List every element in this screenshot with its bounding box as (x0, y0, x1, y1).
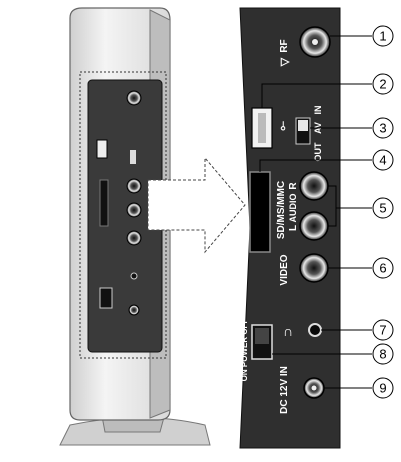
side-headphone-jack (130, 272, 138, 280)
antenna-icon: ▽ (279, 57, 291, 67)
callouts: 1 2 3 4 5 6 7 8 9 (372, 25, 394, 399)
callout-1: 1 (372, 25, 394, 47)
av-switch-knob (298, 120, 308, 131)
audio-r-label: R (288, 182, 299, 190)
dc-jack-pin (311, 385, 317, 391)
svg-text:9: 9 (379, 381, 386, 396)
side-video-jack (126, 230, 142, 246)
leader-4 (259, 159, 372, 172)
in-label: IN (313, 106, 323, 115)
svg-text:8: 8 (379, 347, 386, 362)
side-audio-l-jack (126, 202, 142, 218)
usb-port-tongue (258, 113, 266, 143)
side-av-switch (130, 150, 136, 164)
leader-2 (261, 83, 372, 108)
power-label: ON POWER OFF (240, 319, 249, 382)
zoom-arrow (147, 156, 246, 254)
video-jack (299, 253, 329, 283)
side-audio-r-jack (126, 178, 142, 194)
card-label: SD/MS/MMC (276, 181, 287, 239)
callout-5: 5 (372, 197, 394, 219)
audio-r-jack (299, 171, 329, 201)
svg-text:1: 1 (379, 29, 386, 44)
rf-label: RF (279, 39, 290, 52)
leader-lines (259, 35, 372, 389)
audio-label: AUDIO (288, 194, 298, 223)
side-power-switch (99, 287, 113, 309)
callout-4: 4 (372, 149, 394, 171)
device-side-view (59, 7, 211, 446)
dc-label: DC 12V IN (279, 366, 290, 414)
video-label: VIDEO (279, 254, 290, 285)
rf-jack-center (312, 39, 318, 45)
audio-l-jack (299, 211, 329, 241)
side-card-slot (99, 179, 109, 227)
out-label: OUT (313, 142, 323, 162)
svg-text:5: 5 (379, 201, 386, 216)
callout-7: 7 (372, 319, 394, 341)
power-switch-rocker (255, 328, 269, 344)
audio-l-label: L (288, 225, 299, 231)
svg-text:7: 7 (379, 323, 386, 338)
callout-9: 9 (372, 377, 394, 399)
side-dc-jack (128, 304, 140, 316)
svg-text:2: 2 (379, 77, 386, 92)
callout-8: 8 (372, 343, 394, 365)
side-usb-port (96, 139, 108, 159)
connector-panel: RF ▽ ⟜ OUT AV IN SD/MS/MMC R AUDIO L VID… (239, 7, 341, 449)
usb-icon: ⟜ (275, 121, 289, 131)
svg-text:6: 6 (379, 261, 386, 276)
svg-text:4: 4 (379, 153, 386, 168)
headphone-icon: ∩ (283, 323, 293, 339)
side-rf-jack (126, 90, 142, 106)
callout-3: 3 (372, 117, 394, 139)
svg-text:3: 3 (379, 121, 386, 136)
card-slot (249, 171, 271, 253)
leader-5-bracket (328, 185, 337, 227)
callout-6: 6 (372, 257, 394, 279)
headphone-jack (308, 323, 322, 337)
callout-2: 2 (372, 73, 394, 95)
